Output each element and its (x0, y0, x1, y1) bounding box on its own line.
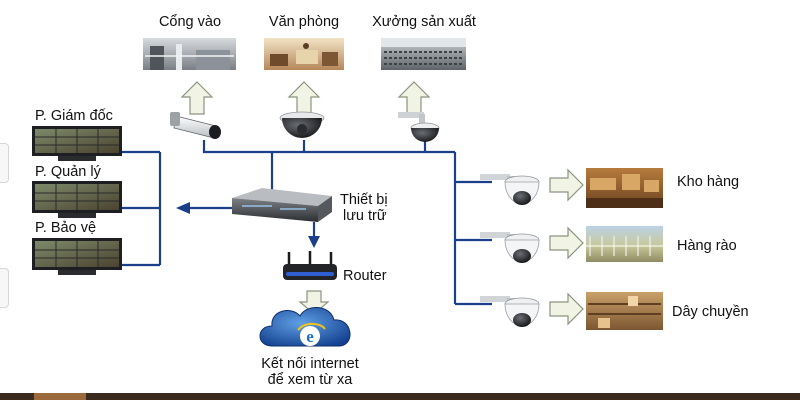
monitor-label-security: P. Bảo vệ (35, 220, 97, 236)
monitor-director (32, 126, 122, 161)
ptz-camera-icon (480, 174, 540, 205)
up-arrow-icon (180, 81, 214, 115)
router-icon (283, 251, 337, 280)
monitor-manager (32, 181, 122, 218)
svg-text:e: e (306, 327, 314, 346)
photo-gate-image (143, 38, 236, 70)
dome-camera-icon (279, 111, 325, 138)
monitor-security (32, 238, 122, 275)
left-edge-tab[interactable] (0, 268, 9, 308)
arrow-head-to-monitors (176, 202, 190, 214)
left-edge-tab[interactable] (0, 143, 9, 183)
browser-logo-icon (300, 326, 320, 346)
bullet-camera-icon (170, 112, 221, 139)
internet-label-line1: Kết nối internet (261, 356, 359, 372)
up-arrow-icon (287, 81, 321, 115)
right-arrows (549, 168, 584, 326)
internet-cloud-icon: e (259, 307, 351, 347)
photo-fence-image (586, 226, 663, 262)
ptz-camera-icon (480, 232, 540, 263)
photo-office-image (264, 38, 344, 70)
ptz-camera-icon (398, 112, 440, 142)
location-label-fence: Hàng rào (677, 238, 737, 254)
location-label-warehouse: Kho hàng (677, 174, 740, 190)
bottom-strip (0, 393, 800, 400)
ptz-camera-icon (480, 296, 540, 327)
photo-warehouse-image (586, 168, 663, 208)
storage-label-line2: lưu trữ (343, 208, 387, 224)
storage-label-line1: Thiết bị (340, 192, 388, 208)
up-arrow-icon (397, 81, 431, 115)
location-label-gate: Cổng vào (158, 14, 222, 30)
right-arrow-icon (549, 168, 584, 202)
connection-lines (122, 140, 492, 306)
photo-factory-image (381, 38, 466, 70)
photo-assembly-line-image (586, 292, 663, 330)
arrow-head-to-router (308, 236, 320, 248)
bottom-strip-accent (34, 393, 86, 400)
right-arrow-icon (549, 292, 584, 326)
monitor-label-director: P. Giám đốc (35, 108, 113, 124)
location-label-office: Văn phòng (268, 14, 340, 30)
router-label: Router (343, 268, 387, 284)
internet-label-line2: để xem từ xa (267, 372, 353, 388)
top-camera-bus (202, 140, 455, 154)
monitor-label-manager: P. Quản lý (35, 164, 101, 180)
location-label-assembly-line: Dây chuyền (672, 304, 749, 320)
storage-device-icon (232, 188, 332, 222)
location-label-factory: Xưởng sản xuất (372, 14, 476, 30)
right-arrow-icon (549, 226, 584, 260)
up-arrows (180, 81, 431, 115)
